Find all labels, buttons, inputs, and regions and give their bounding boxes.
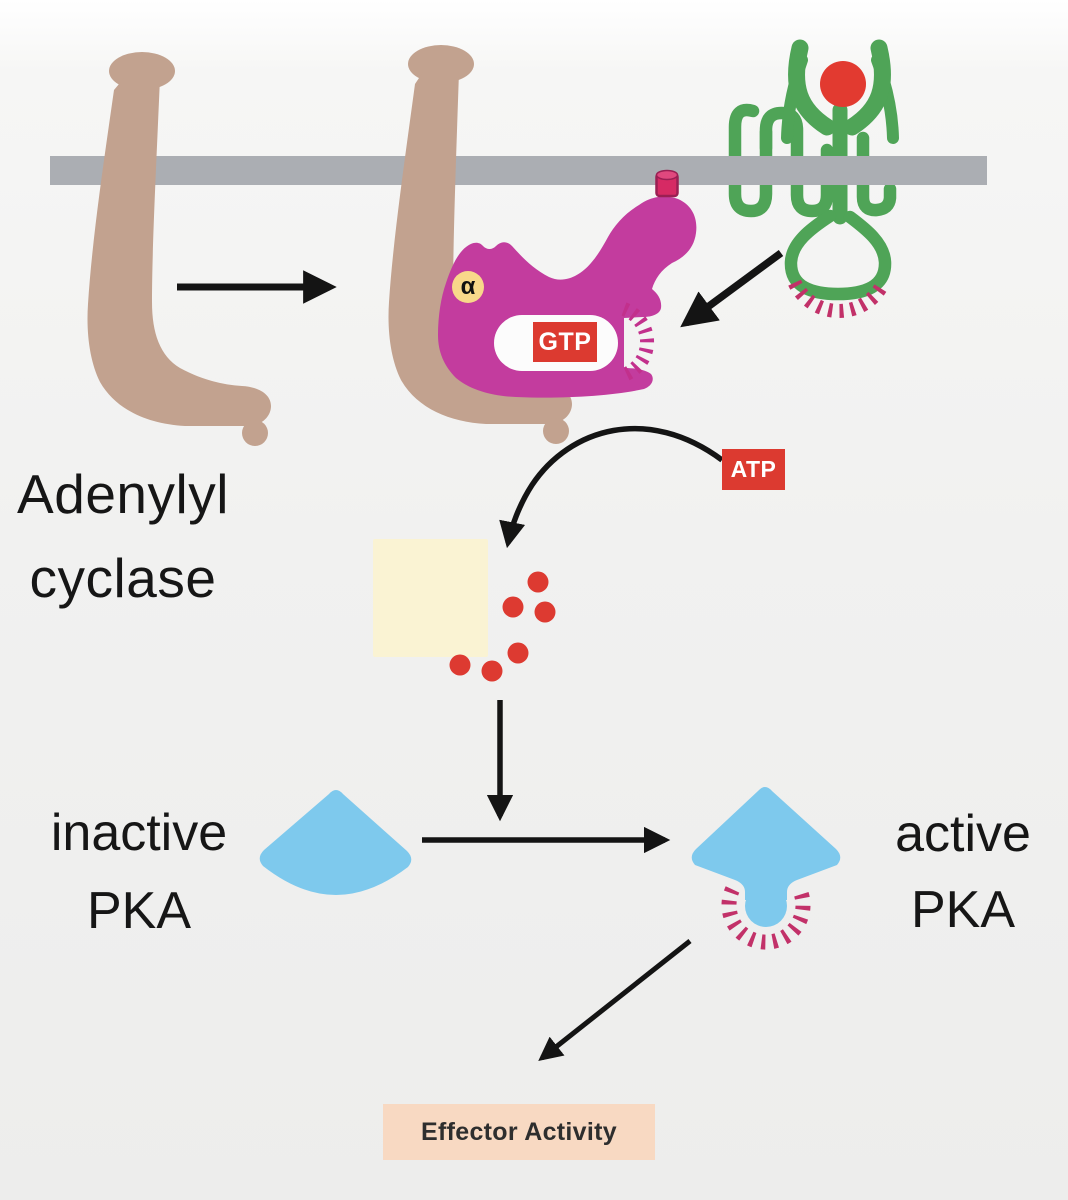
- active-pka-label: active PKA: [858, 796, 1068, 948]
- arrows: [177, 249, 784, 1061]
- receptor-active-dashes: [788, 279, 890, 318]
- active-pka-line2: PKA: [910, 881, 1016, 939]
- effector-activity-label: Effector Activity: [421, 1117, 617, 1146]
- inactive-pka-icon: [259, 790, 412, 895]
- plasma-membrane: [50, 156, 987, 185]
- adenylyl-cyclase-label: Adenylyl cyclase: [0, 452, 246, 620]
- g-alpha-active-dashes: [621, 302, 655, 382]
- adenylyl-cyclase-active-icon: [388, 45, 572, 444]
- gpcr-receptor-icon: [728, 39, 899, 301]
- atp-tag: ATP: [722, 449, 785, 490]
- inactive-pka-line2: PKA: [86, 882, 192, 940]
- camp-dots: [449, 571, 556, 682]
- inactive-pka-label: inactive PKA: [14, 794, 264, 950]
- active-pka-line1: active: [895, 805, 1031, 863]
- active-pka-icon: [691, 787, 841, 950]
- adenylyl-line2: cyclase: [29, 547, 217, 609]
- arrow-atp-to-camp: [499, 425, 724, 549]
- effector-activity-box: Effector Activity: [383, 1104, 655, 1160]
- inactive-pka-line1: inactive: [50, 804, 228, 862]
- lipid-anchor-icon: [655, 169, 679, 198]
- arrow-receptor-to-galpha: [680, 249, 784, 328]
- arrow-pka-to-effector: [538, 939, 692, 1061]
- atp-label: ATP: [730, 456, 777, 482]
- adenylyl-line1: Adenylyl: [17, 463, 229, 525]
- gtp-tag: GTP: [533, 322, 597, 362]
- substrate-square: [373, 539, 488, 657]
- alpha-symbol: α: [460, 273, 476, 300]
- adenylyl-cyclase-inactive-icon: [87, 52, 271, 446]
- gtp-label: GTP: [538, 327, 592, 356]
- ligand-icon: [820, 61, 866, 107]
- alpha-subunit-badge: α: [452, 271, 484, 303]
